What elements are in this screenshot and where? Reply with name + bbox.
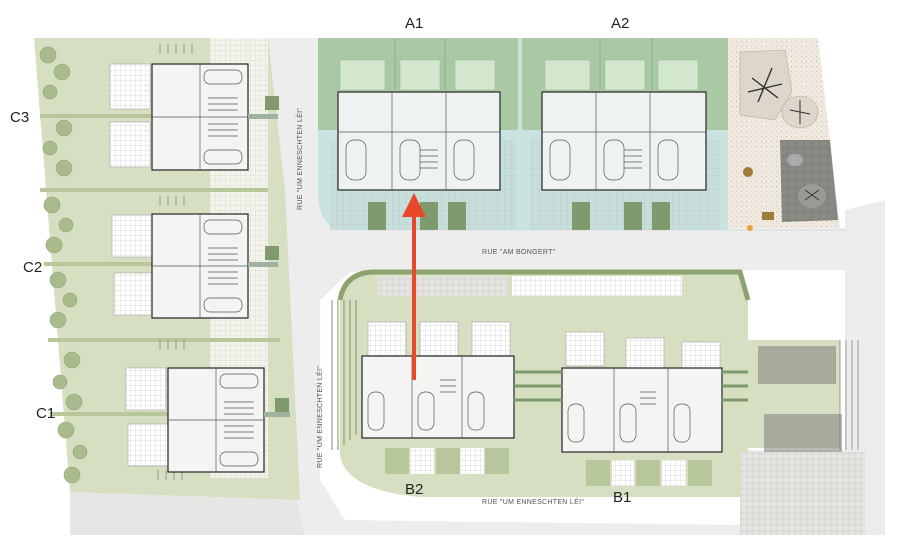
label-a2: A2 bbox=[611, 15, 629, 32]
label-b1: B1 bbox=[613, 489, 631, 506]
street-label-enneschten-top: RUE "UM ENNESCHTEN LÉI" bbox=[295, 108, 304, 210]
south-ground bbox=[70, 492, 310, 535]
label-c1: C1 bbox=[36, 405, 55, 422]
playground bbox=[728, 38, 840, 231]
street-label-enneschten-bottom: RUE "UM ENNESCHTEN LÉI" bbox=[482, 497, 584, 506]
east-courts bbox=[740, 340, 865, 535]
block-b-site bbox=[331, 269, 751, 497]
street-label-enneschten-mid: RUE "UM ENNESCHTEN LÉI" bbox=[315, 366, 324, 468]
block-c-site bbox=[34, 38, 300, 500]
street-label-am-bongert: RUE "AM BONGERT" bbox=[482, 249, 556, 256]
block-a-site bbox=[318, 38, 728, 230]
label-c2: C2 bbox=[23, 259, 42, 276]
label-b2: B2 bbox=[405, 481, 423, 498]
label-a1: A1 bbox=[405, 15, 423, 32]
label-c3: C3 bbox=[10, 109, 29, 126]
